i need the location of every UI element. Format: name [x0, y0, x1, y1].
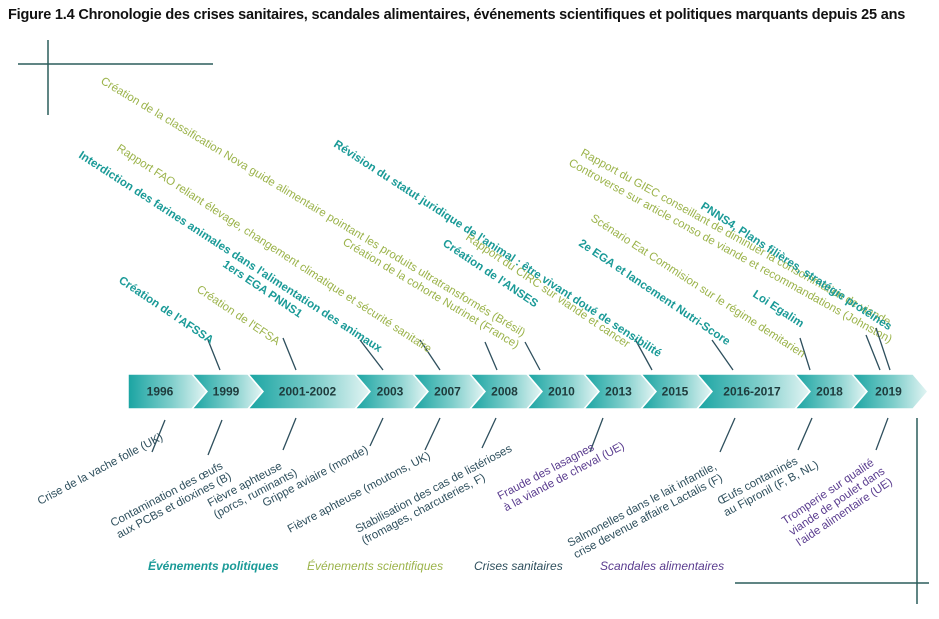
timeline-year: 2008 — [491, 385, 518, 399]
connector-line — [797, 417, 813, 451]
timeline-segment — [850, 373, 929, 410]
connector-line — [207, 419, 223, 456]
connector-line — [282, 337, 297, 371]
event-below: Contamination des œufsaux PCBs et dioxin… — [109, 419, 234, 541]
timeline-year: 1999 — [213, 385, 240, 399]
connector-line — [419, 339, 441, 371]
timeline-year: 2001-2002 — [279, 385, 337, 399]
connector-line — [875, 417, 889, 451]
connector-line — [875, 327, 891, 371]
connector-line — [524, 341, 541, 371]
event-label: Stabilisation des cas de listérioses(fro… — [354, 443, 521, 547]
timeline-year: 2015 — [662, 385, 689, 399]
connector-line — [711, 339, 734, 371]
connector-line — [719, 417, 736, 453]
connector-line — [207, 339, 221, 371]
connector-line — [589, 417, 604, 453]
connector-line — [424, 417, 441, 451]
legend-item: Crises sanitaires — [474, 559, 563, 573]
timeline-year: 2003 — [377, 385, 404, 399]
event-below: Crise de la vache folle (UK) — [36, 419, 166, 508]
connector-line — [484, 341, 498, 371]
figure-title: Figure 1.4 Chronologie des crises sanita… — [8, 7, 906, 23]
connector-line — [359, 339, 384, 371]
timeline-year: 2019 — [875, 385, 902, 399]
legend-item: Scandales alimentaires — [600, 559, 724, 573]
timeline-year: 2018 — [816, 385, 843, 399]
connector-line — [282, 417, 297, 451]
event-label: Crise de la vache folle (UK) — [36, 431, 165, 507]
timeline-year: 2007 — [434, 385, 461, 399]
connector-line — [799, 337, 811, 371]
event-below: Tromperie sur qualitéviande de poulet da… — [780, 417, 895, 549]
legend: Événements politiques Événements scientif… — [148, 558, 724, 573]
connector-line — [865, 334, 881, 371]
event-label: Fraude des lasagnesà la viande de cheval… — [496, 429, 627, 514]
event-label: Interdiction des farines animales dans l… — [76, 149, 384, 355]
timeline-bar: 1996 1999 2001-2002 2003 2007 2008 2010 2013 201… — [127, 373, 929, 410]
timeline-year: 1996 — [147, 385, 174, 399]
legend-item: Événements scientifiques — [307, 558, 443, 573]
event-label: Salmonelles dans le lait infantile,crise… — [566, 461, 725, 561]
timeline-year: 2013 — [605, 385, 632, 399]
legend-item: Événements politiques — [148, 558, 279, 573]
event-below: Fraude des lasagnesà la viande de cheval… — [496, 417, 627, 514]
connector-line — [481, 417, 497, 449]
connector-line — [369, 417, 384, 447]
frame-lines — [18, 40, 929, 604]
timeline-year: 2016-2017 — [723, 385, 781, 399]
timeline-year: 2010 — [548, 385, 575, 399]
events-below: Crise de la vache folle (UK)Contaminatio… — [36, 417, 895, 561]
event-label-secondary: Controverse sur article conso de viande … — [567, 157, 894, 346]
connector-line — [151, 419, 166, 453]
connector-line — [634, 338, 653, 371]
event-below: Salmonelles dans le lait infantile,crise… — [566, 417, 736, 561]
